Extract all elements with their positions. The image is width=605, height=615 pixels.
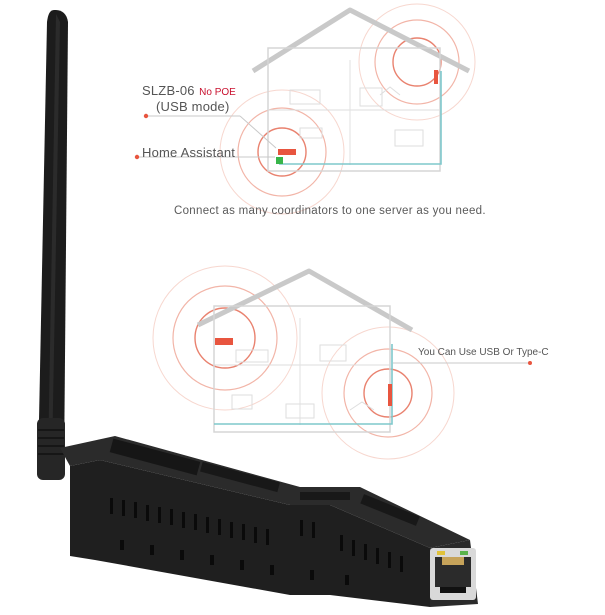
bottom-house-floor (214, 344, 393, 425)
antenna-icon (37, 10, 68, 480)
vent-slots (110, 498, 403, 572)
bottom-house-walls (213, 305, 391, 433)
usb-mode-label: (USB mode) (156, 99, 230, 114)
top-house-furniture (289, 86, 424, 147)
signal-rings-bottom-left (152, 265, 298, 411)
no-poe-text: No POE (199, 87, 236, 98)
caption-text: Connect as many coordinators to one serv… (174, 205, 486, 217)
top-house-roof (251, 7, 471, 74)
bottom-house-roof (196, 268, 414, 333)
bottom-house-furniture (231, 344, 375, 419)
usb-note-label: You Can Use USB Or Type-C (418, 347, 549, 358)
usb-stick (276, 157, 283, 164)
top-leader-lines (134, 113, 277, 160)
top-house-floor (279, 71, 442, 165)
coordinator-device-bottom-right (388, 384, 392, 406)
bottom-house-illustration (152, 265, 455, 460)
signal-rings-bottom-right (321, 326, 455, 460)
home-assistant-device (278, 149, 296, 155)
top-house-illustration (219, 3, 476, 215)
top-grille (109, 438, 420, 526)
zigbee-coordinator-body (60, 436, 478, 607)
coordinator-model-label: SLZB-06 No POE (142, 82, 236, 100)
coordinator-device-bottom-left (215, 338, 233, 345)
coordinator-device-top (434, 70, 438, 84)
signal-rings-top-right (358, 3, 476, 121)
home-assistant-label: Home Assistant (142, 145, 236, 160)
coordinator-model-text: SLZB-06 (142, 83, 195, 98)
bottom-leader-line (393, 361, 532, 365)
rj45-port-icon (430, 548, 476, 600)
signal-rings-home-assistant (219, 89, 345, 215)
